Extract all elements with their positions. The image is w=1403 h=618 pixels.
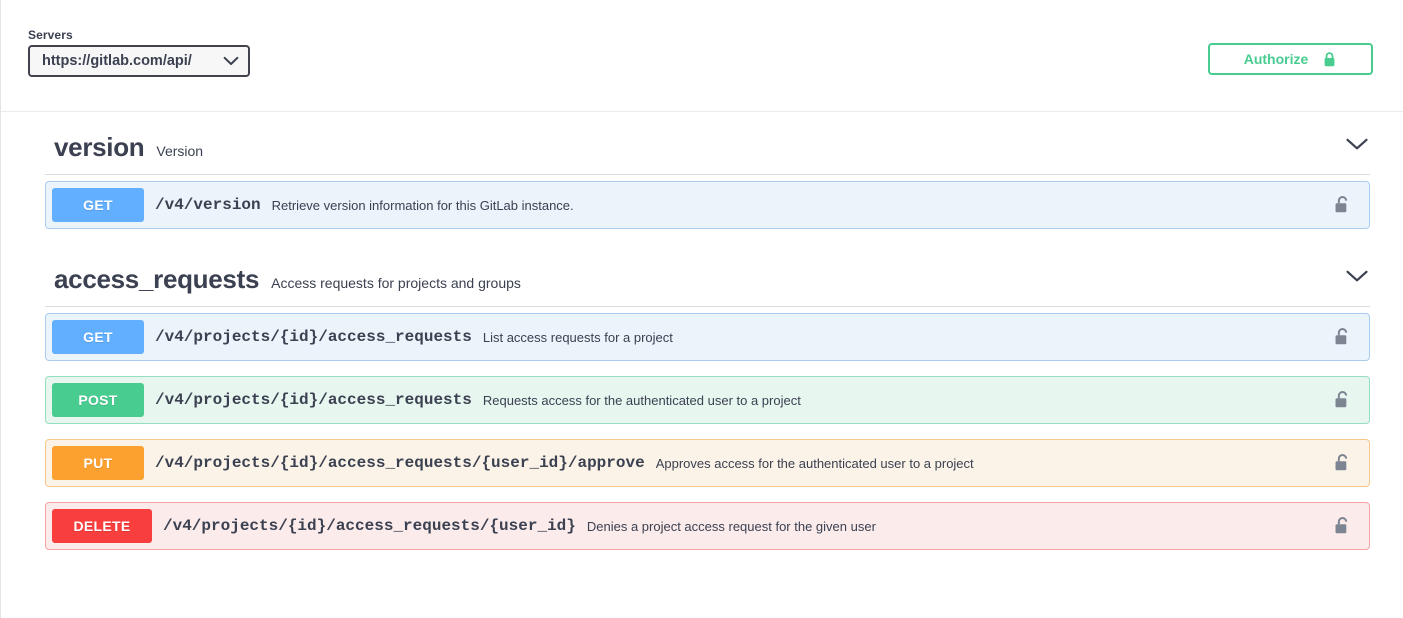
- authorize-button[interactable]: Authorize: [1208, 43, 1373, 75]
- operations-container: version Version GET /v4/version Retrieve…: [1, 112, 1403, 550]
- http-method-badge: DELETE: [52, 509, 152, 543]
- servers-block: Servers https://gitlab.com/api/: [28, 28, 250, 77]
- tag-header-version[interactable]: version Version: [54, 112, 1370, 174]
- http-method-badge: POST: [52, 383, 144, 417]
- servers-selected-value: https://gitlab.com/api/: [42, 53, 192, 69]
- operation-summary: Approves access for the authenticated us…: [655, 455, 974, 471]
- operation-path: /v4/projects/{id}/access_requests: [155, 391, 472, 409]
- operation-row[interactable]: GET /v4/projects/{id}/access_requests Li…: [45, 313, 1370, 361]
- tag-description: Version: [156, 143, 204, 159]
- scheme-container: Servers https://gitlab.com/api/ Authoriz…: [1, 0, 1403, 112]
- operation-row[interactable]: GET /v4/version Retrieve version informa…: [45, 181, 1370, 229]
- lock-open-icon[interactable]: [1331, 326, 1353, 348]
- operation-row[interactable]: DELETE /v4/projects/{id}/access_requests…: [45, 502, 1370, 550]
- tag-description: Access requests for projects and groups: [271, 275, 521, 291]
- tag-name: access_requests: [54, 264, 260, 294]
- operation-row[interactable]: POST /v4/projects/{id}/access_requests R…: [45, 376, 1370, 424]
- http-method-badge: GET: [52, 188, 144, 222]
- operation-path: /v4/projects/{id}/access_requests: [155, 328, 472, 346]
- lock-open-icon[interactable]: [1331, 515, 1353, 537]
- tag-name: version: [54, 132, 145, 162]
- chevron-down-icon[interactable]: [1344, 131, 1370, 157]
- operation-summary: Denies a project access request for the …: [586, 518, 876, 534]
- operation-summary: Retrieve version information for this Gi…: [271, 197, 574, 213]
- chevron-down-icon: [223, 56, 239, 66]
- operation-path: /v4/projects/{id}/access_requests/{user_…: [155, 454, 645, 472]
- http-method-badge: GET: [52, 320, 144, 354]
- tag-header-access-requests[interactable]: access_requests Access requests for proj…: [54, 244, 1370, 306]
- lock-open-icon[interactable]: [1331, 389, 1353, 411]
- operations-list-version: GET /v4/version Retrieve version informa…: [1, 175, 1403, 229]
- operation-summary: List access requests for a project: [482, 329, 673, 345]
- chevron-down-icon[interactable]: [1344, 263, 1370, 289]
- tag-divider: [45, 174, 1370, 175]
- operation-path: /v4/projects/{id}/access_requests/{user_…: [163, 517, 576, 535]
- servers-label: Servers: [28, 28, 73, 42]
- tag-section-version: version Version GET /v4/version Retrieve…: [1, 112, 1403, 229]
- lock-closed-icon: [1322, 51, 1337, 68]
- operation-row[interactable]: PUT /v4/projects/{id}/access_requests/{u…: [45, 439, 1370, 487]
- lock-open-icon[interactable]: [1331, 194, 1353, 216]
- operation-summary: Requests access for the authenticated us…: [482, 392, 801, 408]
- operation-path: /v4/version: [155, 196, 261, 214]
- http-method-badge: PUT: [52, 446, 144, 480]
- authorize-button-label: Authorize: [1243, 51, 1309, 67]
- lock-open-icon[interactable]: [1331, 452, 1353, 474]
- authorize-wrap: Authorize: [1208, 43, 1373, 75]
- servers-select[interactable]: https://gitlab.com/api/: [28, 45, 250, 77]
- tag-divider: [45, 306, 1370, 307]
- operations-list-access-requests: GET /v4/projects/{id}/access_requests Li…: [1, 307, 1403, 550]
- tag-section-access-requests: access_requests Access requests for proj…: [1, 244, 1403, 550]
